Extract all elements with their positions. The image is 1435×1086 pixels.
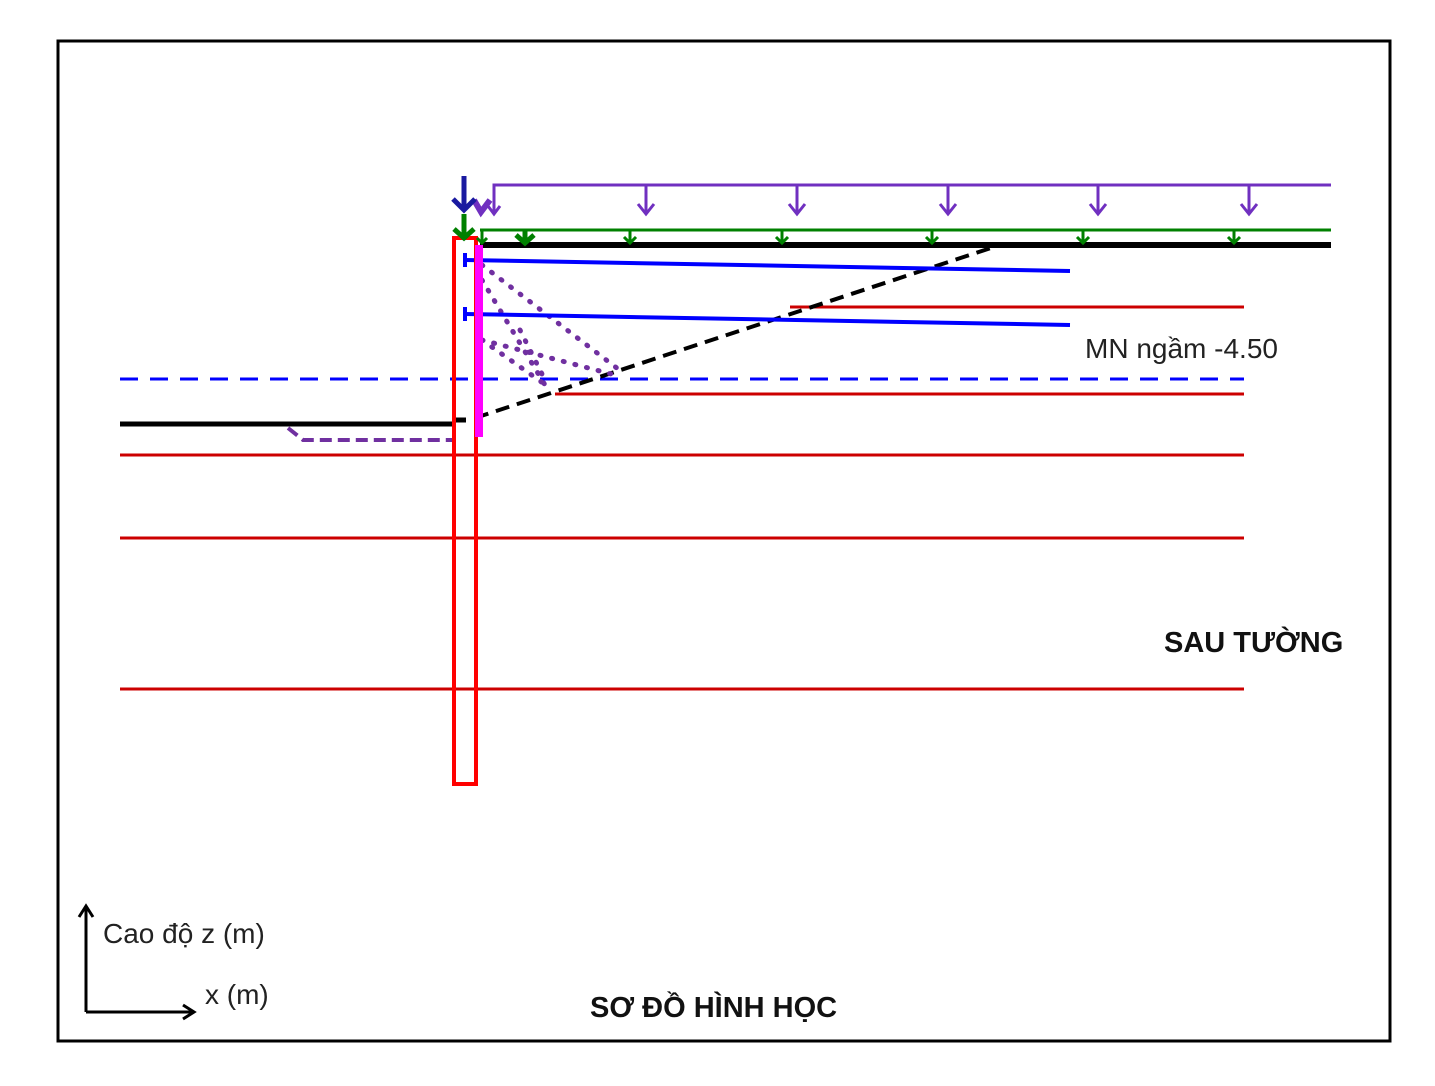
x-axis-label: x (m) [205,979,269,1010]
excavation-dashed [286,426,453,442]
surcharge-load [471,183,1331,218]
distributed-load [452,214,1331,247]
side-label: SAU TƯỜNG [1164,627,1344,659]
anchor-2 [464,312,1071,327]
anchors [463,253,1071,327]
z-axis-label: Cao độ z (m) [103,918,265,949]
frame [56,39,1392,1043]
failure-wedge-line [474,243,1001,420]
diagram-title: SƠ ĐỒ HÌNH HỌC [590,992,838,1024]
anchor-1 [464,258,1071,273]
axis-indicator [77,903,197,1021]
point-load-arrow [451,176,477,214]
water-level-label: MN ngầm -4.50 [1085,333,1278,364]
pressure-dotted-lines [479,262,625,391]
wall-stiffener [475,245,483,437]
soil-layers [120,243,1244,691]
